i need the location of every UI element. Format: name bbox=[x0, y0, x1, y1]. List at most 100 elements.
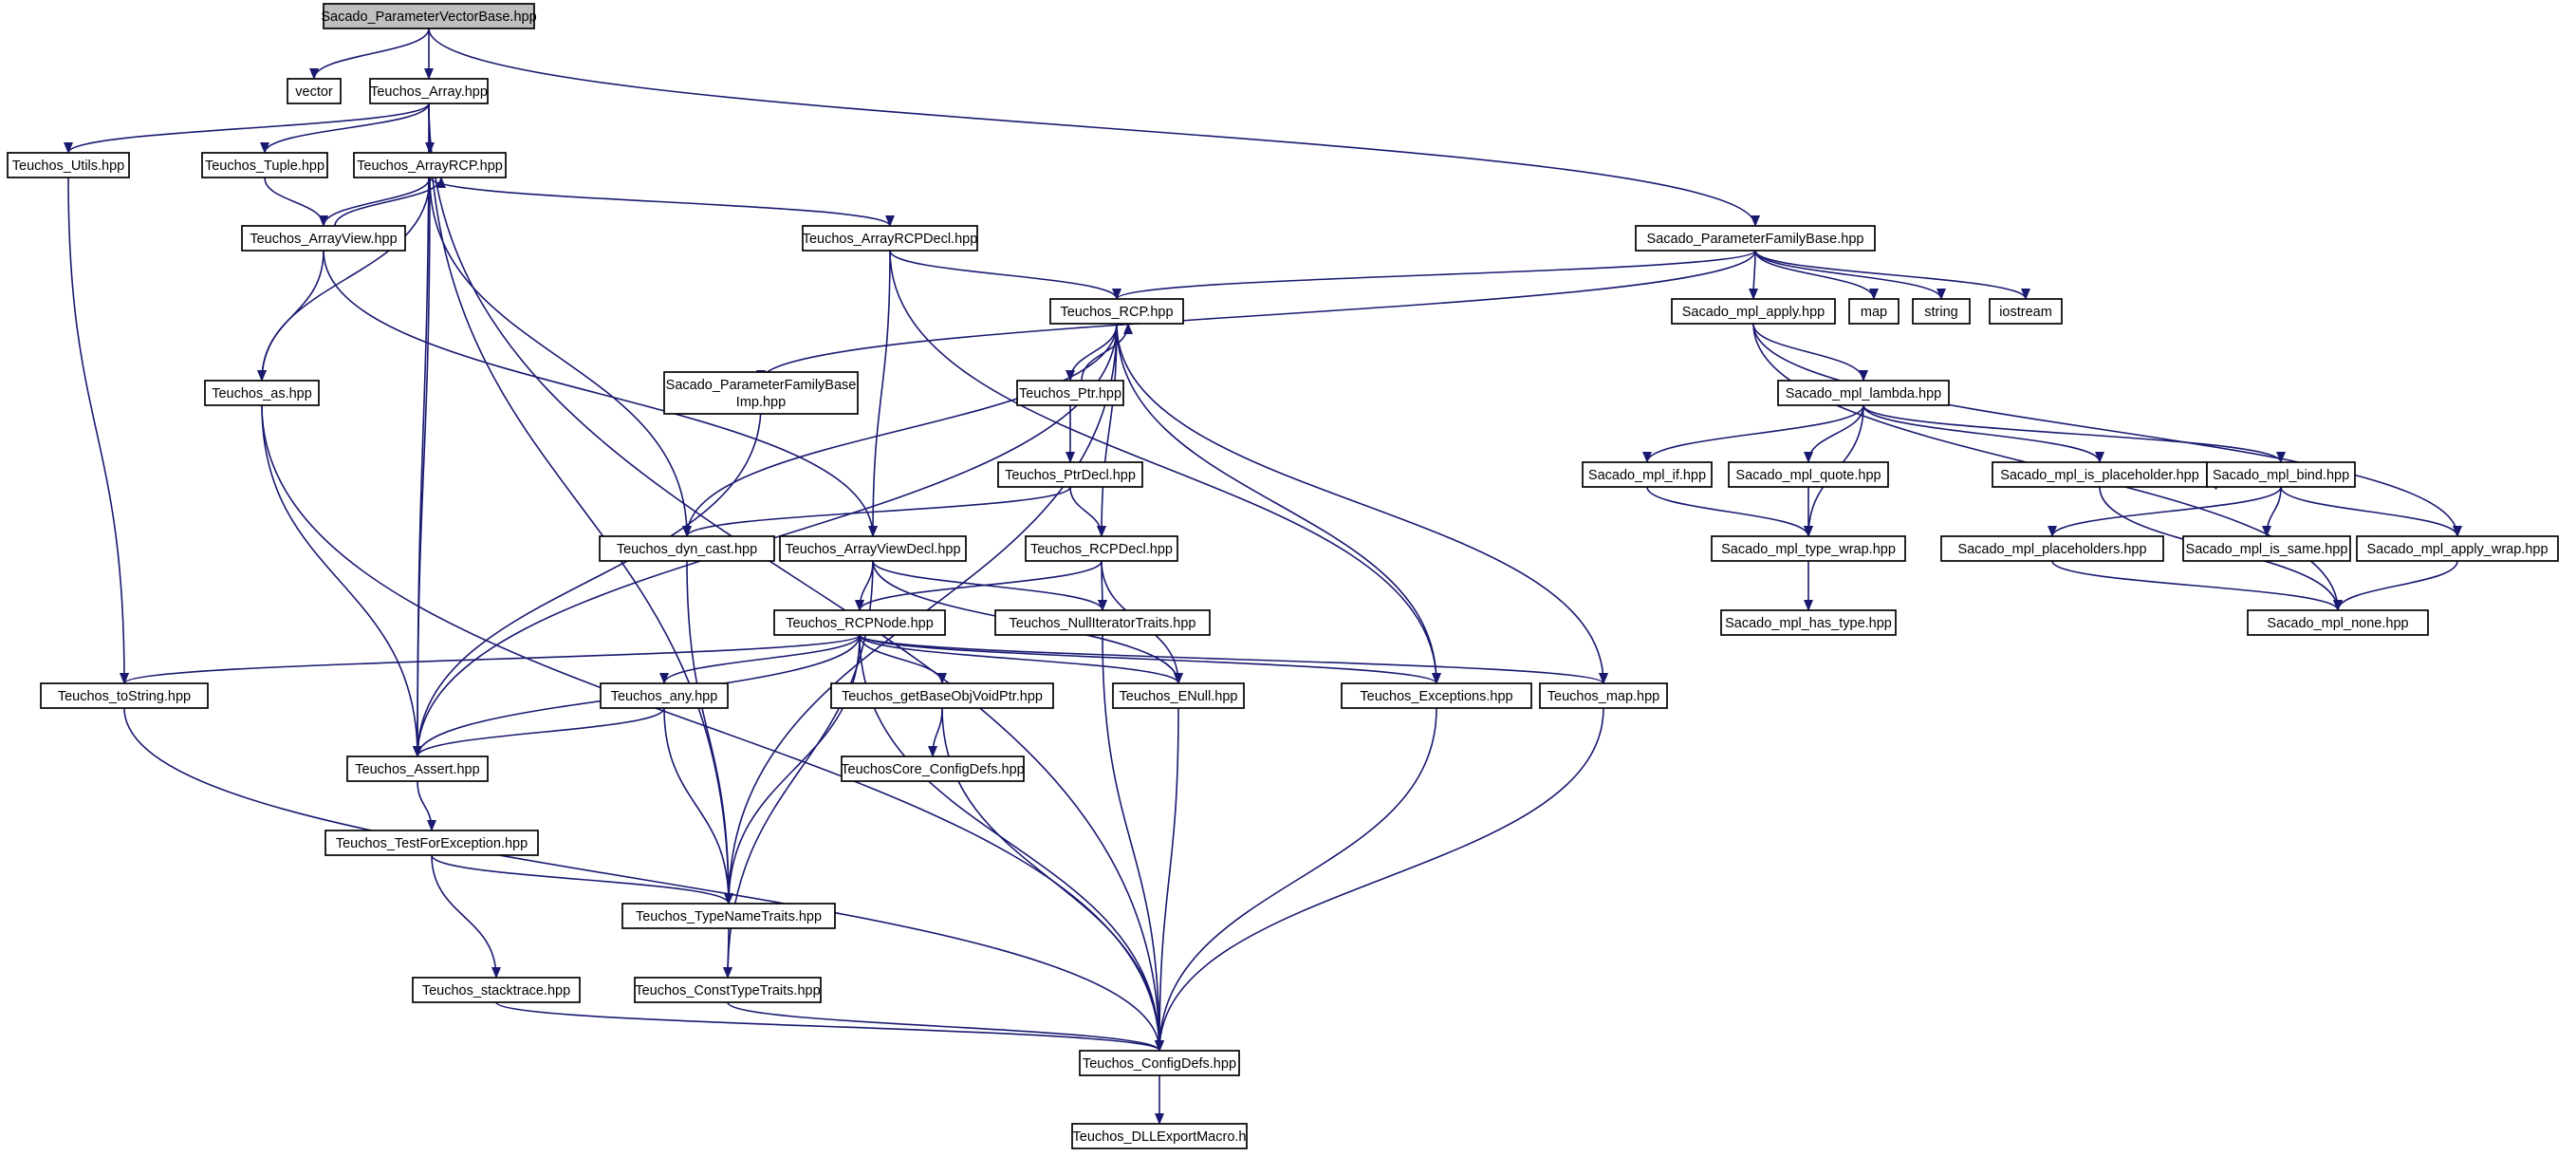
node-t_enull[interactable]: Teuchos_ENull.hpp bbox=[1112, 682, 1245, 709]
node-map[interactable]: map bbox=[1848, 298, 1900, 325]
node-s_isph[interactable]: Sacado_mpl_is_placeholder.hpp bbox=[1992, 461, 2208, 488]
node-t_as[interactable]: Teuchos_as.hpp bbox=[204, 380, 320, 406]
node-box-t_typename[interactable] bbox=[621, 903, 836, 929]
node-s_lambda[interactable]: Sacado_mpl_lambda.hpp bbox=[1777, 380, 1950, 406]
node-box-s_isph[interactable] bbox=[1992, 461, 2208, 488]
node-t_assert[interactable]: Teuchos_Assert.hpp bbox=[346, 756, 489, 782]
node-box-t_consttype[interactable] bbox=[634, 977, 822, 1003]
node-box-t_map[interactable] bbox=[1539, 682, 1668, 709]
node-t_getbase[interactable]: Teuchos_getBaseObjVoidPtr.hpp bbox=[830, 682, 1054, 709]
node-s_bind[interactable]: Sacado_mpl_bind.hpp bbox=[2206, 461, 2356, 488]
node-box-vector[interactable] bbox=[287, 78, 342, 104]
edge-t_assert-to-t_testforexc bbox=[417, 780, 436, 831]
node-t_configdefs[interactable]: Teuchos_ConfigDefs.hpp bbox=[1079, 1050, 1240, 1076]
node-box-t_ptr[interactable] bbox=[1016, 380, 1124, 406]
node-s_typewrap[interactable]: Sacado_mpl_type_wrap.hpp bbox=[1711, 535, 1906, 562]
node-box-t_array[interactable] bbox=[369, 78, 489, 104]
node-box-t_enull[interactable] bbox=[1112, 682, 1245, 709]
node-box-s_pfb_imp[interactable] bbox=[663, 371, 859, 415]
node-t_array[interactable]: Teuchos_Array.hpp bbox=[369, 78, 489, 104]
node-t_arrayrcp[interactable]: Teuchos_ArrayRCP.hpp bbox=[353, 152, 507, 178]
node-t_typename[interactable]: Teuchos_TypeNameTraits.hpp bbox=[621, 903, 836, 929]
node-box-s_quote[interactable] bbox=[1728, 461, 1889, 488]
node-box-t_arrayrcpdecl[interactable] bbox=[802, 225, 978, 252]
node-box-t_utils[interactable] bbox=[7, 152, 130, 178]
node-t_stacktrace[interactable]: Teuchos_stacktrace.hpp bbox=[412, 977, 581, 1003]
node-box-t_rcp[interactable] bbox=[1049, 298, 1184, 325]
node-box-t_exceptions[interactable] bbox=[1341, 682, 1532, 709]
node-box-s_lambda[interactable] bbox=[1777, 380, 1950, 406]
node-box-t_coreconfig[interactable] bbox=[841, 756, 1025, 782]
node-box-t_arrayview[interactable] bbox=[241, 225, 406, 252]
node-box-t_tostring[interactable] bbox=[40, 682, 209, 709]
node-box-t_stacktrace[interactable] bbox=[412, 977, 581, 1003]
node-t_coreconfig[interactable]: TeuchosCore_ConfigDefs.hpp bbox=[841, 756, 1025, 782]
node-s_applywrap[interactable]: Sacado_mpl_apply_wrap.hpp bbox=[2356, 535, 2559, 562]
node-vector[interactable]: vector bbox=[287, 78, 342, 104]
node-box-s_none[interactable] bbox=[2247, 609, 2429, 636]
node-box-root[interactable] bbox=[323, 3, 535, 29]
node-box-t_dyncast[interactable] bbox=[599, 535, 775, 562]
node-box-t_nullit[interactable] bbox=[994, 609, 1211, 636]
node-t_consttype[interactable]: Teuchos_ConstTypeTraits.hpp bbox=[634, 977, 822, 1003]
node-t_ptr[interactable]: Teuchos_Ptr.hpp bbox=[1016, 380, 1124, 406]
node-box-s_issame[interactable] bbox=[2182, 535, 2351, 562]
node-t_exceptions[interactable]: Teuchos_Exceptions.hpp bbox=[1341, 682, 1532, 709]
node-s_none[interactable]: Sacado_mpl_none.hpp bbox=[2247, 609, 2429, 636]
edge-t_arrayrcp-to-t_arrayrcpdecl bbox=[429, 177, 895, 227]
node-box-t_arrayrcp[interactable] bbox=[353, 152, 507, 178]
node-s_if[interactable]: Sacado_mpl_if.hpp bbox=[1582, 461, 1713, 488]
node-box-t_dllexport[interactable] bbox=[1071, 1123, 1248, 1149]
node-box-s_bind[interactable] bbox=[2206, 461, 2356, 488]
node-t_ptrdecl[interactable]: Teuchos_PtrDecl.hpp bbox=[997, 461, 1143, 488]
node-t_rcpnode[interactable]: Teuchos_RCPNode.hpp bbox=[773, 609, 946, 636]
node-box-s_hastype[interactable] bbox=[1720, 609, 1897, 636]
node-box-s_typewrap[interactable] bbox=[1711, 535, 1906, 562]
node-box-t_any[interactable] bbox=[600, 682, 729, 709]
node-box-t_configdefs[interactable] bbox=[1079, 1050, 1240, 1076]
node-root[interactable]: Sacado_ParameterVectorBase.hpp bbox=[321, 3, 537, 29]
node-s_placeholders[interactable]: Sacado_mpl_placeholders.hpp bbox=[1940, 535, 2164, 562]
node-box-string[interactable] bbox=[1912, 298, 1971, 325]
node-s_quote[interactable]: Sacado_mpl_quote.hpp bbox=[1728, 461, 1889, 488]
node-t_nullit[interactable]: Teuchos_NullIteratorTraits.hpp bbox=[994, 609, 1211, 636]
node-iostream[interactable]: iostream bbox=[1989, 298, 2063, 325]
node-box-t_rcpnode[interactable] bbox=[773, 609, 946, 636]
node-box-t_rcpdecl[interactable] bbox=[1025, 535, 1178, 562]
node-s_pfb[interactable]: Sacado_ParameterFamilyBase.hpp bbox=[1635, 225, 1876, 252]
node-s_hastype[interactable]: Sacado_mpl_has_type.hpp bbox=[1720, 609, 1897, 636]
node-box-t_as[interactable] bbox=[204, 380, 320, 406]
node-t_tostring[interactable]: Teuchos_toString.hpp bbox=[40, 682, 209, 709]
node-box-s_placeholders[interactable] bbox=[1940, 535, 2164, 562]
node-box-t_avdecl[interactable] bbox=[779, 535, 967, 562]
node-box-s_pfb[interactable] bbox=[1635, 225, 1876, 252]
node-t_testforexc[interactable]: Teuchos_TestForException.hpp bbox=[324, 830, 539, 856]
node-string[interactable]: string bbox=[1912, 298, 1971, 325]
node-t_utils[interactable]: Teuchos_Utils.hpp bbox=[7, 152, 130, 178]
node-t_arrayrcpdecl[interactable]: Teuchos_ArrayRCPDecl.hpp bbox=[802, 225, 978, 252]
node-box-t_testforexc[interactable] bbox=[324, 830, 539, 856]
node-t_avdecl[interactable]: Teuchos_ArrayViewDecl.hpp bbox=[779, 535, 967, 562]
node-box-s_applywrap[interactable] bbox=[2356, 535, 2559, 562]
node-t_map[interactable]: Teuchos_map.hpp bbox=[1539, 682, 1668, 709]
node-box-t_tuple[interactable] bbox=[201, 152, 328, 178]
node-box-map[interactable] bbox=[1848, 298, 1900, 325]
node-t_dyncast[interactable]: Teuchos_dyn_cast.hpp bbox=[599, 535, 775, 562]
node-t_tuple[interactable]: Teuchos_Tuple.hpp bbox=[201, 152, 328, 178]
node-box-s_apply[interactable] bbox=[1671, 298, 1836, 325]
node-label-t_coreconfig: TeuchosCore_ConfigDefs.hpp bbox=[841, 762, 1024, 777]
node-s_issame[interactable]: Sacado_mpl_is_same.hpp bbox=[2182, 535, 2351, 562]
node-t_dllexport[interactable]: Teuchos_DLLExportMacro.h bbox=[1071, 1123, 1248, 1149]
node-box-iostream[interactable] bbox=[1989, 298, 2063, 325]
node-box-t_ptrdecl[interactable] bbox=[997, 461, 1143, 488]
node-t_arrayview[interactable]: Teuchos_ArrayView.hpp bbox=[241, 225, 406, 252]
node-t_rcpdecl[interactable]: Teuchos_RCPDecl.hpp bbox=[1025, 535, 1178, 562]
node-box-s_if[interactable] bbox=[1582, 461, 1713, 488]
node-t_rcp[interactable]: Teuchos_RCP.hpp bbox=[1049, 298, 1184, 325]
node-s_apply[interactable]: Sacado_mpl_apply.hpp bbox=[1671, 298, 1836, 325]
node-t_any[interactable]: Teuchos_any.hpp bbox=[600, 682, 729, 709]
node-box-t_getbase[interactable] bbox=[830, 682, 1054, 709]
node-box-t_assert[interactable] bbox=[346, 756, 489, 782]
